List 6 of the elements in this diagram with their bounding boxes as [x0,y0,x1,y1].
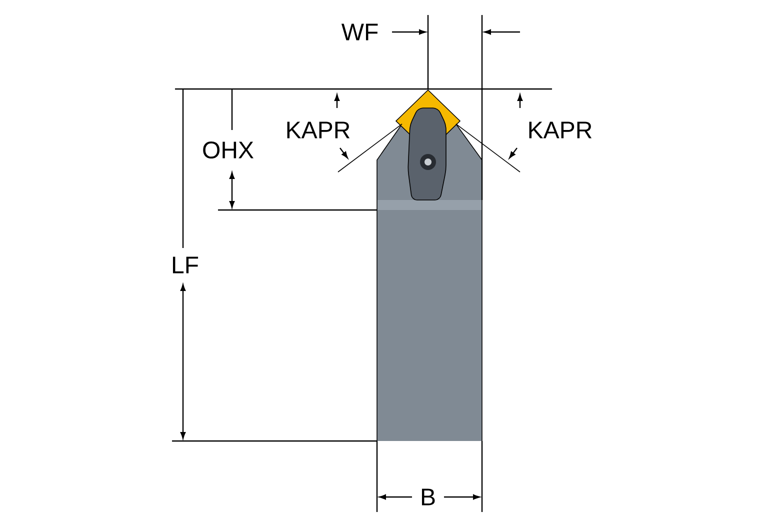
dimension-label: LF [172,256,198,274]
dimension-label: OHX [203,142,254,158]
dimension-label: KAPR [287,122,350,138]
dimension-label: WF [341,24,378,40]
dimension-label: KAPR [529,122,592,138]
dimension-label: B [422,488,435,506]
